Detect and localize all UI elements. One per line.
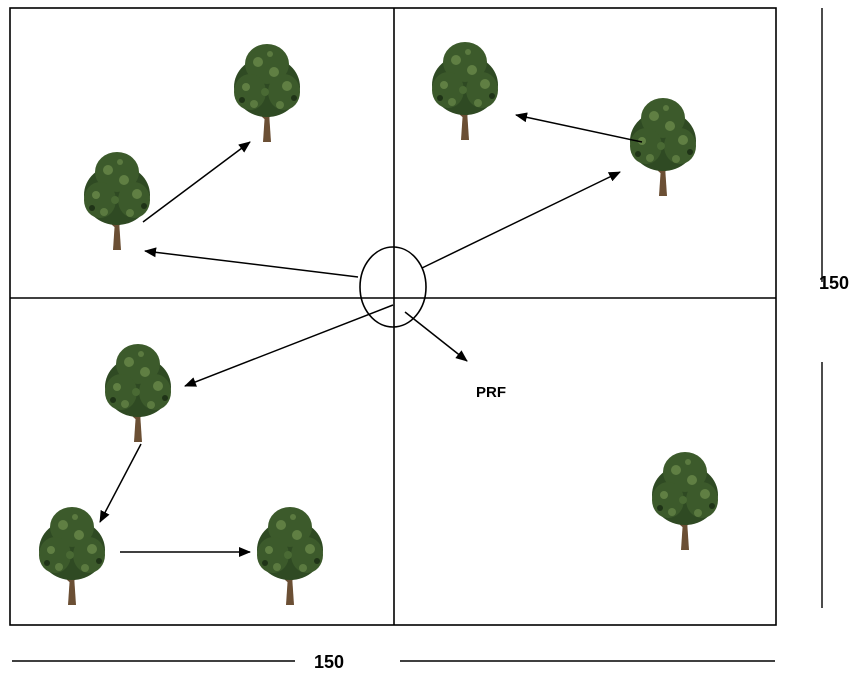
prf-label: PRF — [476, 384, 506, 401]
tree-upper-right-right — [629, 97, 697, 197]
arrow-prf-to-upper-left-tree — [144, 247, 359, 278]
arrow-upper-left-tree-to-upper-left-high-tree — [142, 141, 251, 223]
prf-circle — [359, 246, 427, 328]
arrow-prf-to-upper-right-tree — [421, 171, 621, 269]
height-dimension-label: 150 — [819, 273, 849, 293]
tree-lower-right — [651, 451, 719, 551]
arrow-lower-left-tree-to-bottom-left-tree — [99, 443, 142, 523]
arrow-upper-right-tree-to-upper-right-left-tree — [515, 112, 643, 143]
tree-lower-left-bottom-right — [256, 506, 324, 606]
width-dimension-label: 150 — [314, 652, 344, 672]
tree-upper-left-high — [233, 43, 301, 143]
tree-upper-right-left — [431, 41, 499, 141]
arrow-prf-to-lower-left-tree — [184, 304, 394, 387]
plot-frame — [9, 7, 777, 626]
tree-lower-left-bottom-left — [38, 506, 106, 606]
arrow-prf-to-label — [404, 311, 468, 362]
tree-upper-left-low — [83, 151, 151, 251]
tree-lower-left-top — [104, 343, 172, 443]
